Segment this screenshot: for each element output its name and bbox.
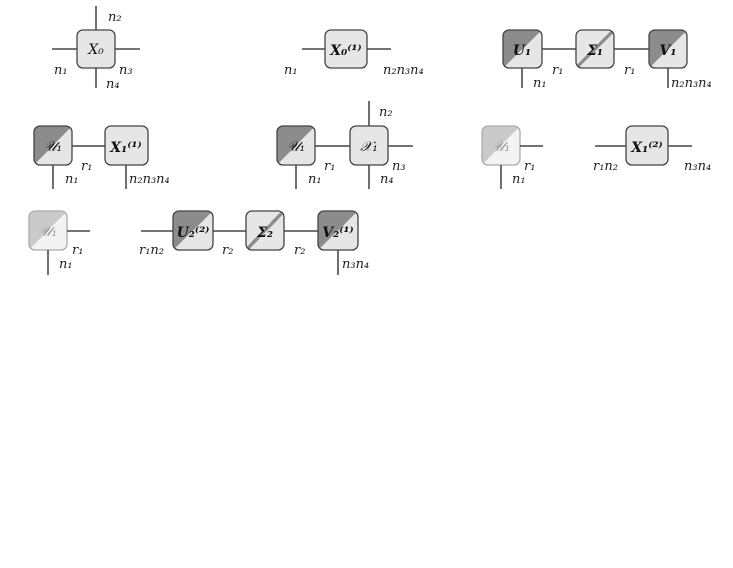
x0-n-left: n₁ <box>54 63 68 78</box>
u1-faded-row2: 𝒰₁ r₁ n₁ <box>481 125 543 189</box>
ux-x-bottom: n₂n₃n₄ <box>129 172 170 187</box>
svd1-r-right: r₁ <box>624 63 635 78</box>
ux1-x-top: n₂ <box>379 105 393 120</box>
u1-faded-row3: 𝒰₁ r₁ n₁ <box>28 210 90 275</box>
x0-1-n-left: n₁ <box>284 63 298 78</box>
ux1-x-bottom: n₄ <box>380 172 394 187</box>
x1-2-label: X₁⁽²⁾ <box>630 140 662 156</box>
uf3-r: r₁ <box>72 243 83 258</box>
x0-1-label: X₀⁽¹⁾ <box>329 43 361 59</box>
ux-r: r₁ <box>81 159 92 174</box>
x1-2-left: r₁n₂ <box>593 159 618 174</box>
tensor-x0-unfold: X₀⁽¹⁾ n₁ n₂n₃n₄ <box>284 29 424 78</box>
svd1-v-bottom: n₂n₃n₄ <box>671 76 712 91</box>
svd-second: U₂⁽²⁾ Σ₂ V₂⁽¹⁾ r₁n₂ r₂ r₂ n₃n₄ <box>139 210 369 275</box>
ux1-x-label: 𝒳₁ <box>360 139 378 155</box>
uf3-bottom: n₁ <box>59 257 73 272</box>
svd2-u-label: U₂⁽²⁾ <box>177 225 210 241</box>
svd2-left: r₁n₂ <box>139 243 164 258</box>
svd2-v-label: V₂⁽¹⁾ <box>322 225 353 241</box>
uf2-bottom: n₁ <box>512 172 526 187</box>
x0-n-right: n₃ <box>119 63 133 78</box>
uf2-r: r₁ <box>524 159 535 174</box>
svd2-v-bottom: n₃n₄ <box>342 257 369 272</box>
svd2-r-left: r₂ <box>222 243 233 258</box>
tensor-x0: X₀ n₂ n₁ n₃ n₄ <box>52 6 140 92</box>
ux-x-label: X₁⁽¹⁾ <box>109 140 141 156</box>
svd1-r-left: r₁ <box>552 63 563 78</box>
ux1-r: r₁ <box>324 159 335 174</box>
ux-u-bottom: n₁ <box>65 172 79 187</box>
ux1-u-bottom: n₁ <box>308 172 322 187</box>
ux1-x-right: n₃ <box>392 159 406 174</box>
u1-x1-tensor: 𝒰₁ 𝒳₁ r₁ n₁ n₂ n₃ n₄ <box>276 101 413 189</box>
ux1-u-label: 𝒰₁ <box>287 139 305 155</box>
uf2-label: 𝒰₁ <box>492 139 510 155</box>
svd2-s-label: Σ₂ <box>256 225 273 241</box>
ux-u-label: 𝒰₁ <box>44 139 62 155</box>
x0-label: X₀ <box>87 42 104 58</box>
svd-first: U₁ Σ₁ V₁ r₁ r₁ n₁ n₂n₃n₄ <box>502 29 712 91</box>
tensor-x1-unfold2: X₁⁽²⁾ r₁n₂ n₃n₄ <box>593 125 711 174</box>
svd1-u-bottom: n₁ <box>533 76 547 91</box>
uf3-label: 𝒰₁ <box>39 224 57 240</box>
x0-n-top: n₂ <box>108 10 122 25</box>
x1-2-right: n₃n₄ <box>684 159 711 174</box>
x0-n-bottom: n₄ <box>106 77 120 92</box>
x0-1-n-right: n₂n₃n₄ <box>383 63 424 78</box>
u1-x1-unfold: 𝒰₁ X₁⁽¹⁾ r₁ n₁ n₂n₃n₄ <box>33 125 170 189</box>
svd2-r-right: r₂ <box>294 243 305 258</box>
svd1-u-label: U₁ <box>513 43 531 59</box>
svd1-s-label: Σ₁ <box>586 43 603 59</box>
svd1-v-label: V₁ <box>660 43 677 59</box>
